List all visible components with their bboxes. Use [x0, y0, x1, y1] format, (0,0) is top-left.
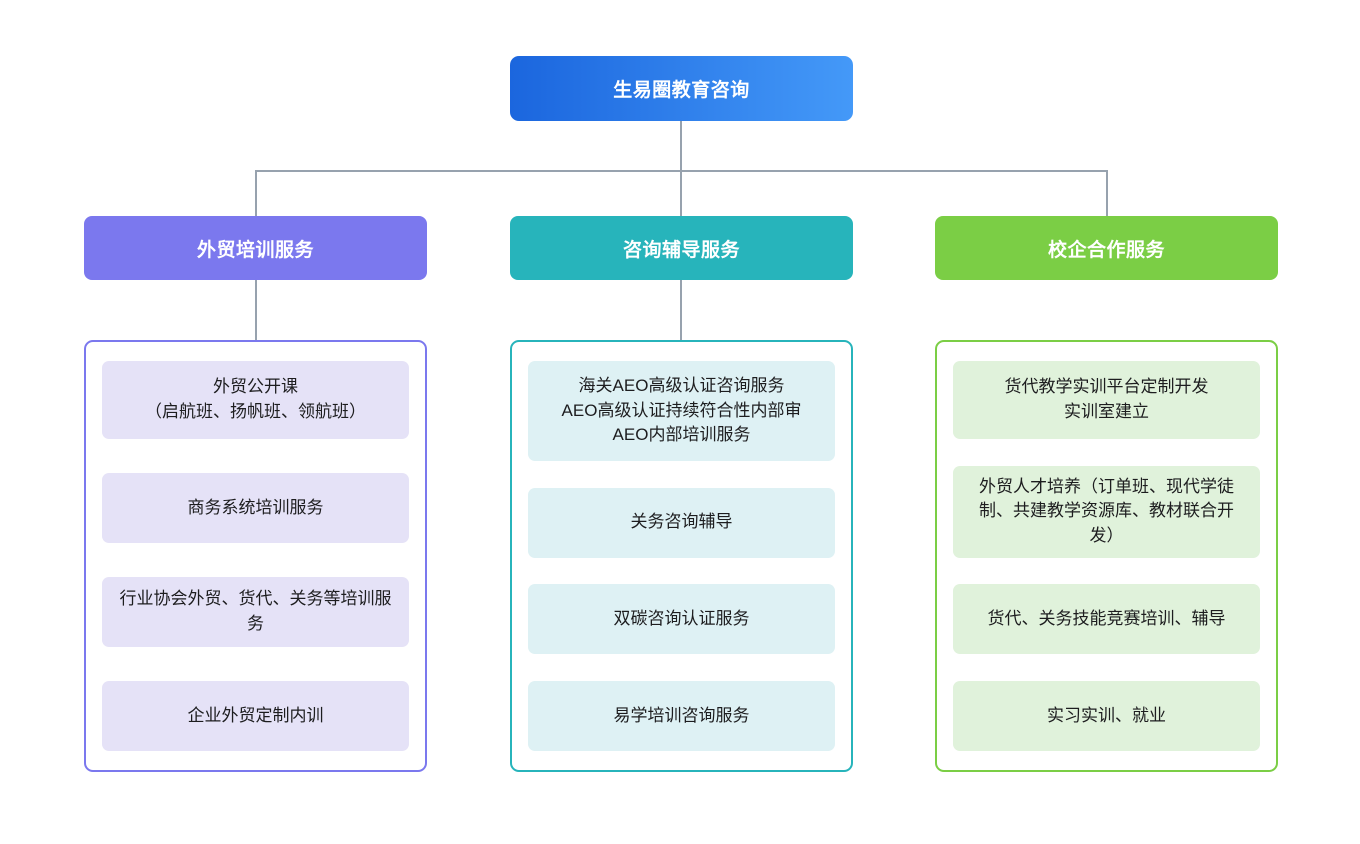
- branch-header-trade-training: 外贸培训服务: [84, 216, 427, 280]
- service-item-consulting-coaching-2: 双碳咨询认证服务: [528, 584, 835, 655]
- branch-container-school-enterprise: 货代教学实训平台定制开发实训室建立外贸人才培养（订单班、现代学徒制、共建教学资源…: [935, 340, 1278, 772]
- service-item-line: 关务咨询辅导: [630, 512, 733, 532]
- branch-header-school-enterprise: 校企合作服务: [935, 216, 1278, 280]
- service-item-line: 实习实训、就业: [1047, 705, 1166, 725]
- service-item-line: 企业外贸定制内训: [187, 705, 324, 725]
- connector-root-down: [680, 121, 682, 170]
- service-item-trade-training-3: 企业外贸定制内训: [102, 681, 409, 751]
- connector-header-consulting-coaching: [680, 280, 682, 340]
- service-item-consulting-coaching-1: 关务咨询辅导: [528, 487, 835, 558]
- branch-container-trade-training: 外贸公开课 （启航班、扬帆班、领航班） 商务系统培训服务行业协会外贸、货代、关务等培…: [84, 340, 427, 772]
- service-item-school-enterprise-2: 货代、关务技能竞赛培训、辅导: [953, 584, 1260, 655]
- service-item-line: 实训室建立: [1064, 402, 1149, 421]
- service-item-trade-training-1: 商务系统培训服务: [102, 473, 409, 543]
- service-item-line: （启航班、扬帆班、领航班）: [145, 402, 366, 421]
- service-item-line: 货代教学实训平台定制开发: [1004, 377, 1209, 397]
- service-item-line: 易学培训咨询服务: [613, 705, 750, 725]
- service-item-line: 外贸人才培养（订单班、现代学徒制、共建教学资源库、教材联合开发）: [979, 476, 1234, 545]
- service-item-line: 外贸公开课: [213, 377, 298, 397]
- service-item-consulting-coaching-3: 易学培训咨询服务: [528, 680, 835, 751]
- service-item-school-enterprise-3: 实习实训、就业: [953, 680, 1260, 751]
- service-item-line: AEO高级认证持续符合性内部审: [561, 400, 802, 420]
- service-item-line: 行业协会外贸、货代、关务等培训服务: [119, 589, 392, 633]
- service-item-school-enterprise-1: 外贸人才培养（订单班、现代学徒制、共建教学资源库、教材联合开发）: [953, 465, 1260, 558]
- service-item-trade-training-2: 行业协会外贸、货代、关务等培训服务: [102, 577, 409, 647]
- branch-container-consulting-coaching: 海关AEO高级认证咨询服务 AEO高级认证持续符合性内部审 AEO内部培训服务关务咨…: [510, 340, 853, 772]
- connector-drop-left: [255, 170, 257, 217]
- service-item-line: AEO内部培训服务: [612, 425, 751, 445]
- service-item-trade-training-0: 外贸公开课 （启航班、扬帆班、领航班）: [102, 361, 409, 439]
- service-item-school-enterprise-0: 货代教学实训平台定制开发实训室建立: [953, 361, 1260, 439]
- root-node: 生易圈教育咨询: [510, 56, 853, 121]
- service-item-line: 货代、关务技能竞赛培训、辅导: [987, 608, 1226, 628]
- connector-header-trade-training: [255, 280, 257, 340]
- service-item-line: 双碳咨询认证服务: [613, 608, 750, 628]
- connector-drop-middle: [680, 170, 682, 217]
- branch-header-consulting-coaching: 咨询辅导服务: [510, 216, 853, 280]
- service-item-line: 海关AEO高级认证咨询服务: [578, 376, 785, 396]
- service-item-line: 商务系统培训服务: [187, 497, 324, 517]
- service-item-consulting-coaching-0: 海关AEO高级认证咨询服务 AEO高级认证持续符合性内部审 AEO内部培训服务: [528, 361, 835, 461]
- connector-drop-right: [1106, 170, 1108, 217]
